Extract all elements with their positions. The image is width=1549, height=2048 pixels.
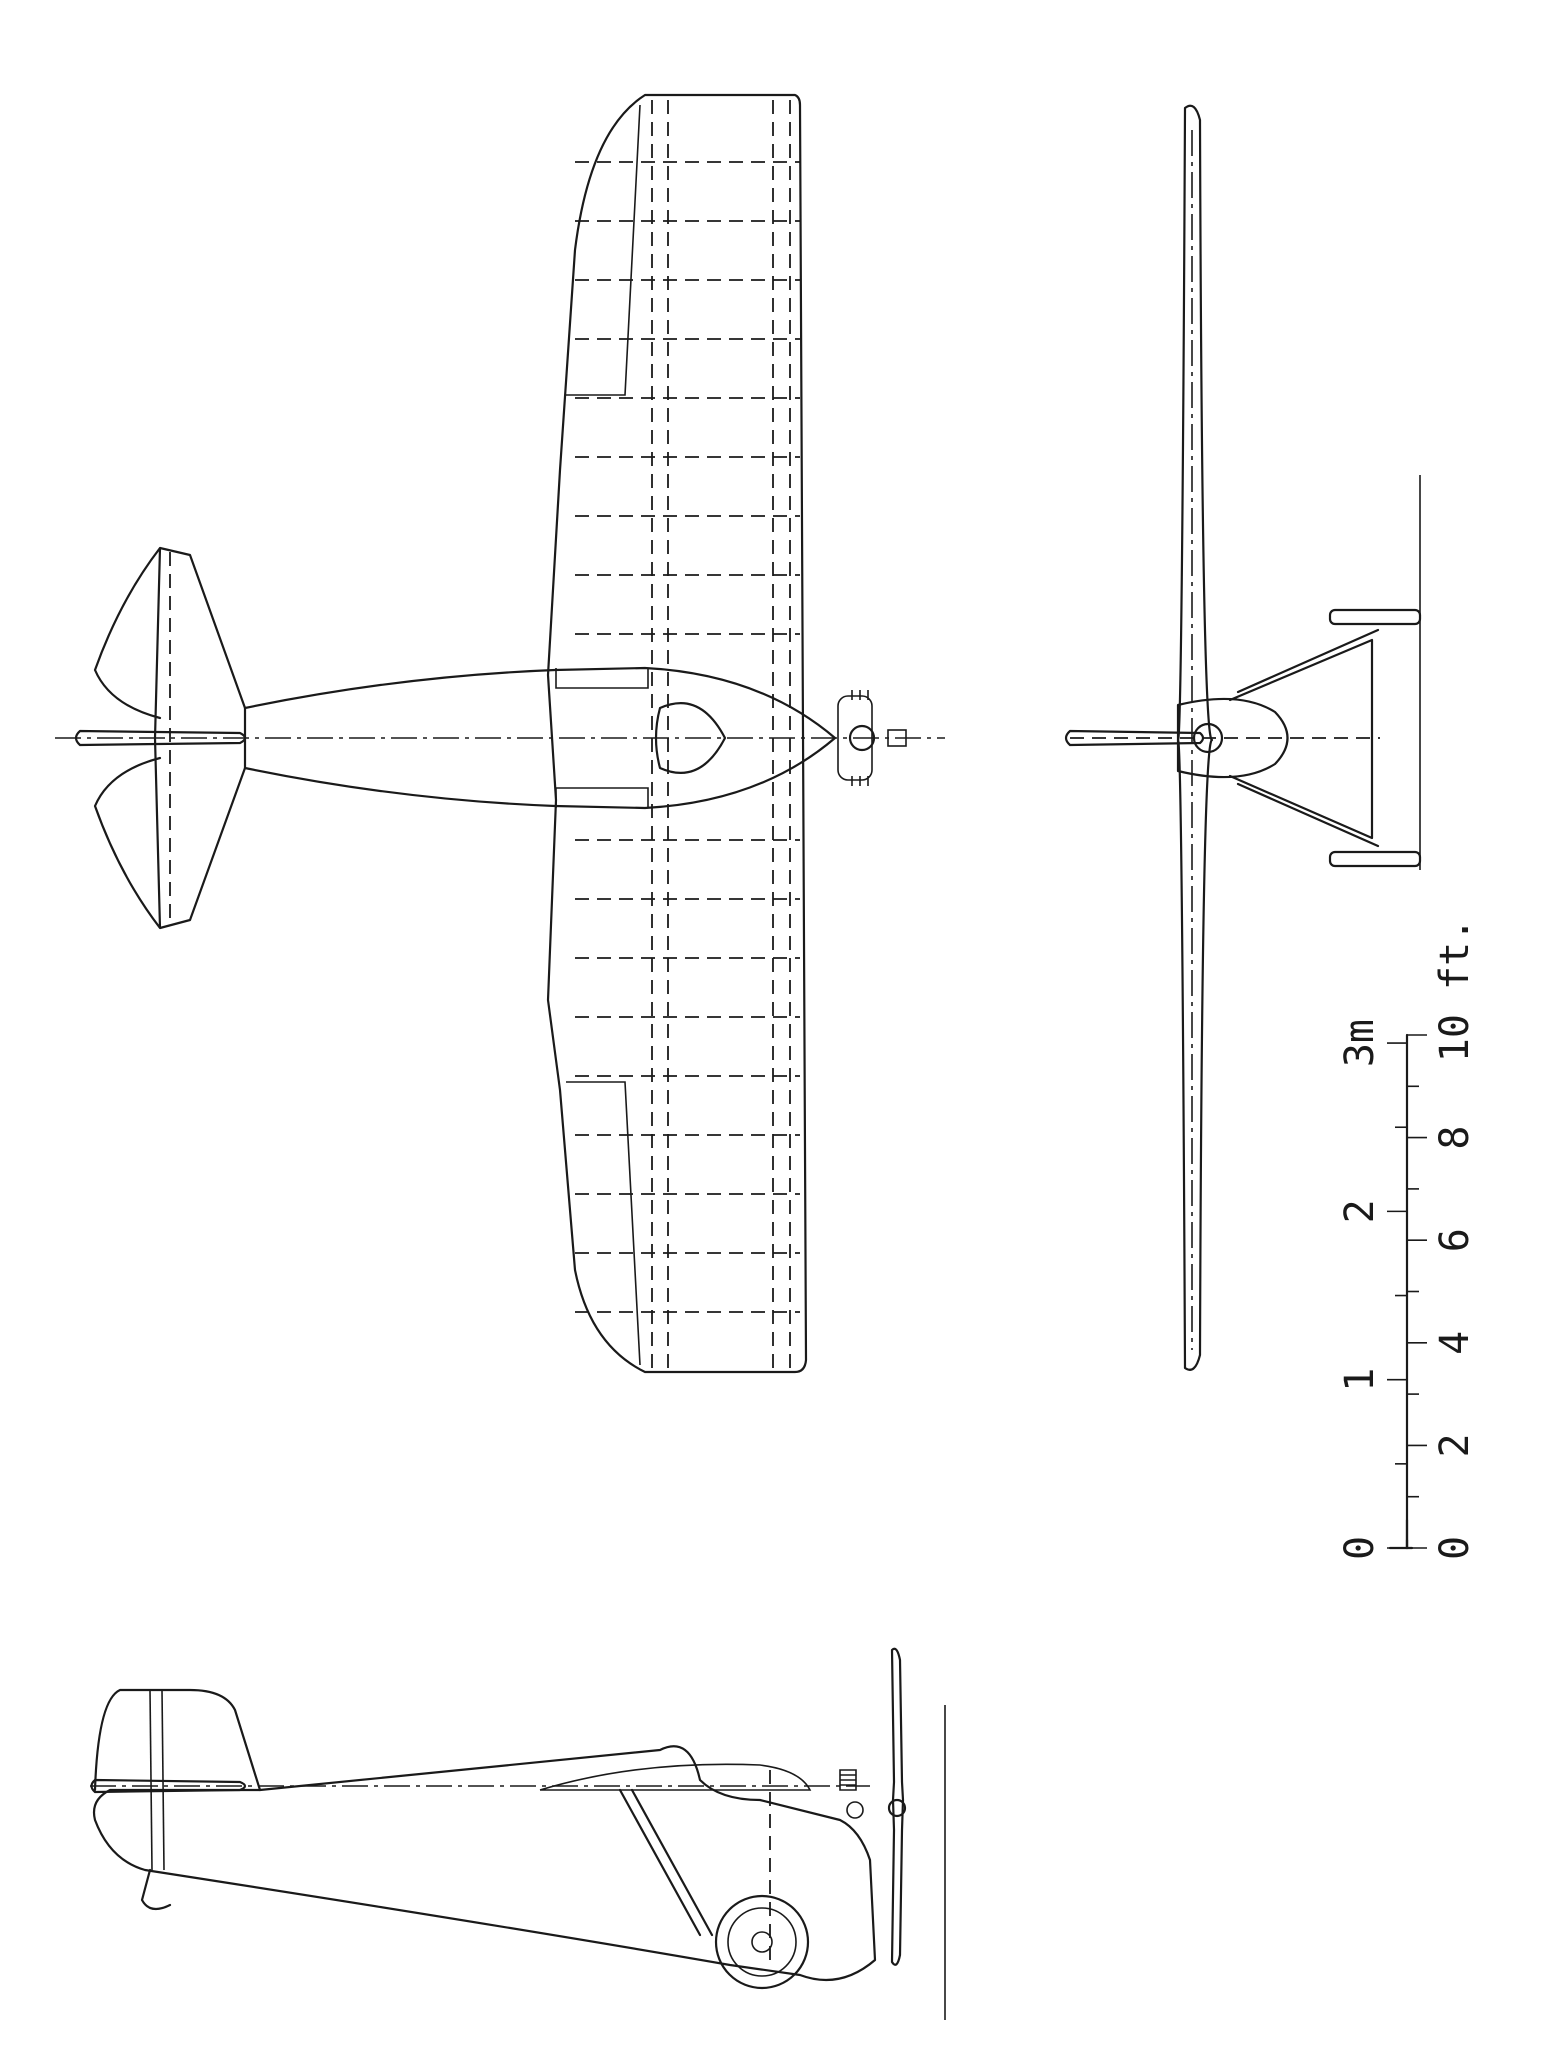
plan-engine-icon [837, 690, 907, 786]
plan-rudder [74, 729, 247, 747]
front-wing [1176, 104, 1214, 1371]
scale-label-m: 0 [1337, 1536, 1383, 1560]
side-fuselage [92, 1745, 877, 1982]
plan-wing-spars [651, 100, 791, 1368]
scale-label-ft: 4 [1432, 1331, 1478, 1355]
side-view [90, 1647, 946, 2020]
plan-wing-root-bottom [555, 787, 649, 808]
side-wing [539, 1763, 812, 1791]
scale-label-m: 2 [1337, 1199, 1383, 1223]
scale-label-m: 3m [1337, 1019, 1383, 1067]
scale-labels: 0 2 4 6 8 10 ft. 0 1 2 3m [1337, 918, 1478, 1560]
plan-wing-root-top [555, 668, 649, 689]
front-fuselage [1176, 697, 1289, 779]
plan-wing-ribs [575, 161, 800, 1313]
plan-view [55, 93, 945, 1374]
plan-aileron-top [566, 104, 641, 396]
plan-cockpit [654, 702, 727, 774]
front-view [1064, 104, 1422, 1371]
plan-aileron-bottom [566, 1081, 641, 1366]
side-struts [618, 1788, 714, 1937]
scale-ticks [1387, 1033, 1427, 1550]
front-propeller-icon [1064, 729, 1205, 747]
side-fin [93, 1688, 262, 1792]
plan-wing-outline [546, 93, 808, 1374]
scale-label-ft: 0 [1432, 1536, 1478, 1560]
scale-bar: 0 2 4 6 8 10 ft. 0 1 2 3m [1337, 918, 1478, 1560]
scale-label-ft: 8 [1432, 1126, 1478, 1150]
plan-fuselage [243, 666, 837, 810]
side-engine-icon [839, 1769, 864, 1819]
side-tail-skid [140, 1868, 172, 1911]
scale-label-ft: 10 ft. [1432, 918, 1478, 1063]
front-wheels-icon [1328, 608, 1422, 868]
scale-label-m: 1 [1337, 1368, 1383, 1392]
side-propeller-icon [890, 1647, 905, 1966]
side-tailplane [90, 1778, 247, 1794]
plan-tailplane [93, 546, 247, 930]
side-wheel-icon [714, 1894, 810, 1990]
front-landing-gear [1228, 628, 1380, 848]
scale-label-ft: 6 [1432, 1228, 1478, 1252]
scale-label-ft: 2 [1432, 1433, 1478, 1457]
